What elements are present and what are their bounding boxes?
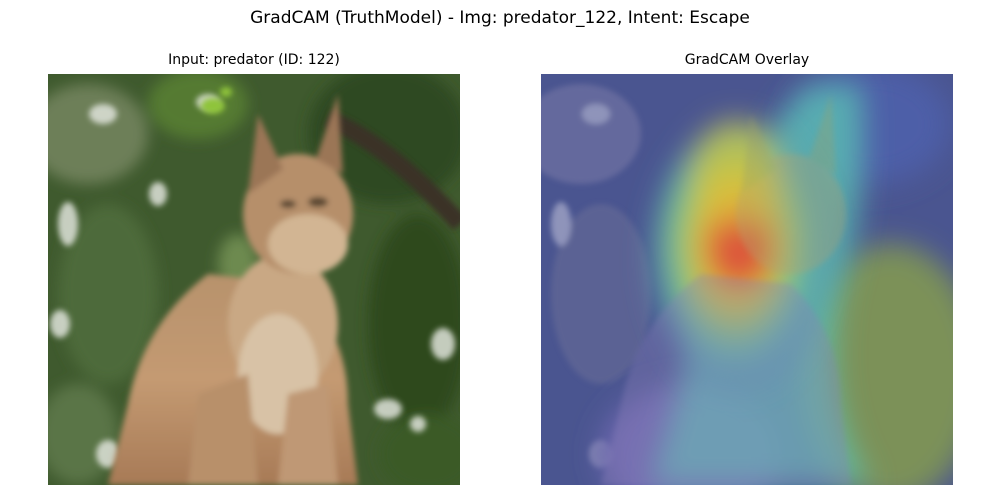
gradcam-heatmap xyxy=(541,74,953,485)
gradcam-overlay-image xyxy=(541,74,953,485)
overlay-panel-title: GradCAM Overlay xyxy=(684,52,810,68)
lynx-photo xyxy=(48,74,460,485)
input-panel-title: Input: predator (ID: 122) xyxy=(168,52,340,68)
input-image xyxy=(48,74,460,485)
figure-title: GradCAM (TruthModel) - Img: predator_122… xyxy=(250,8,750,28)
